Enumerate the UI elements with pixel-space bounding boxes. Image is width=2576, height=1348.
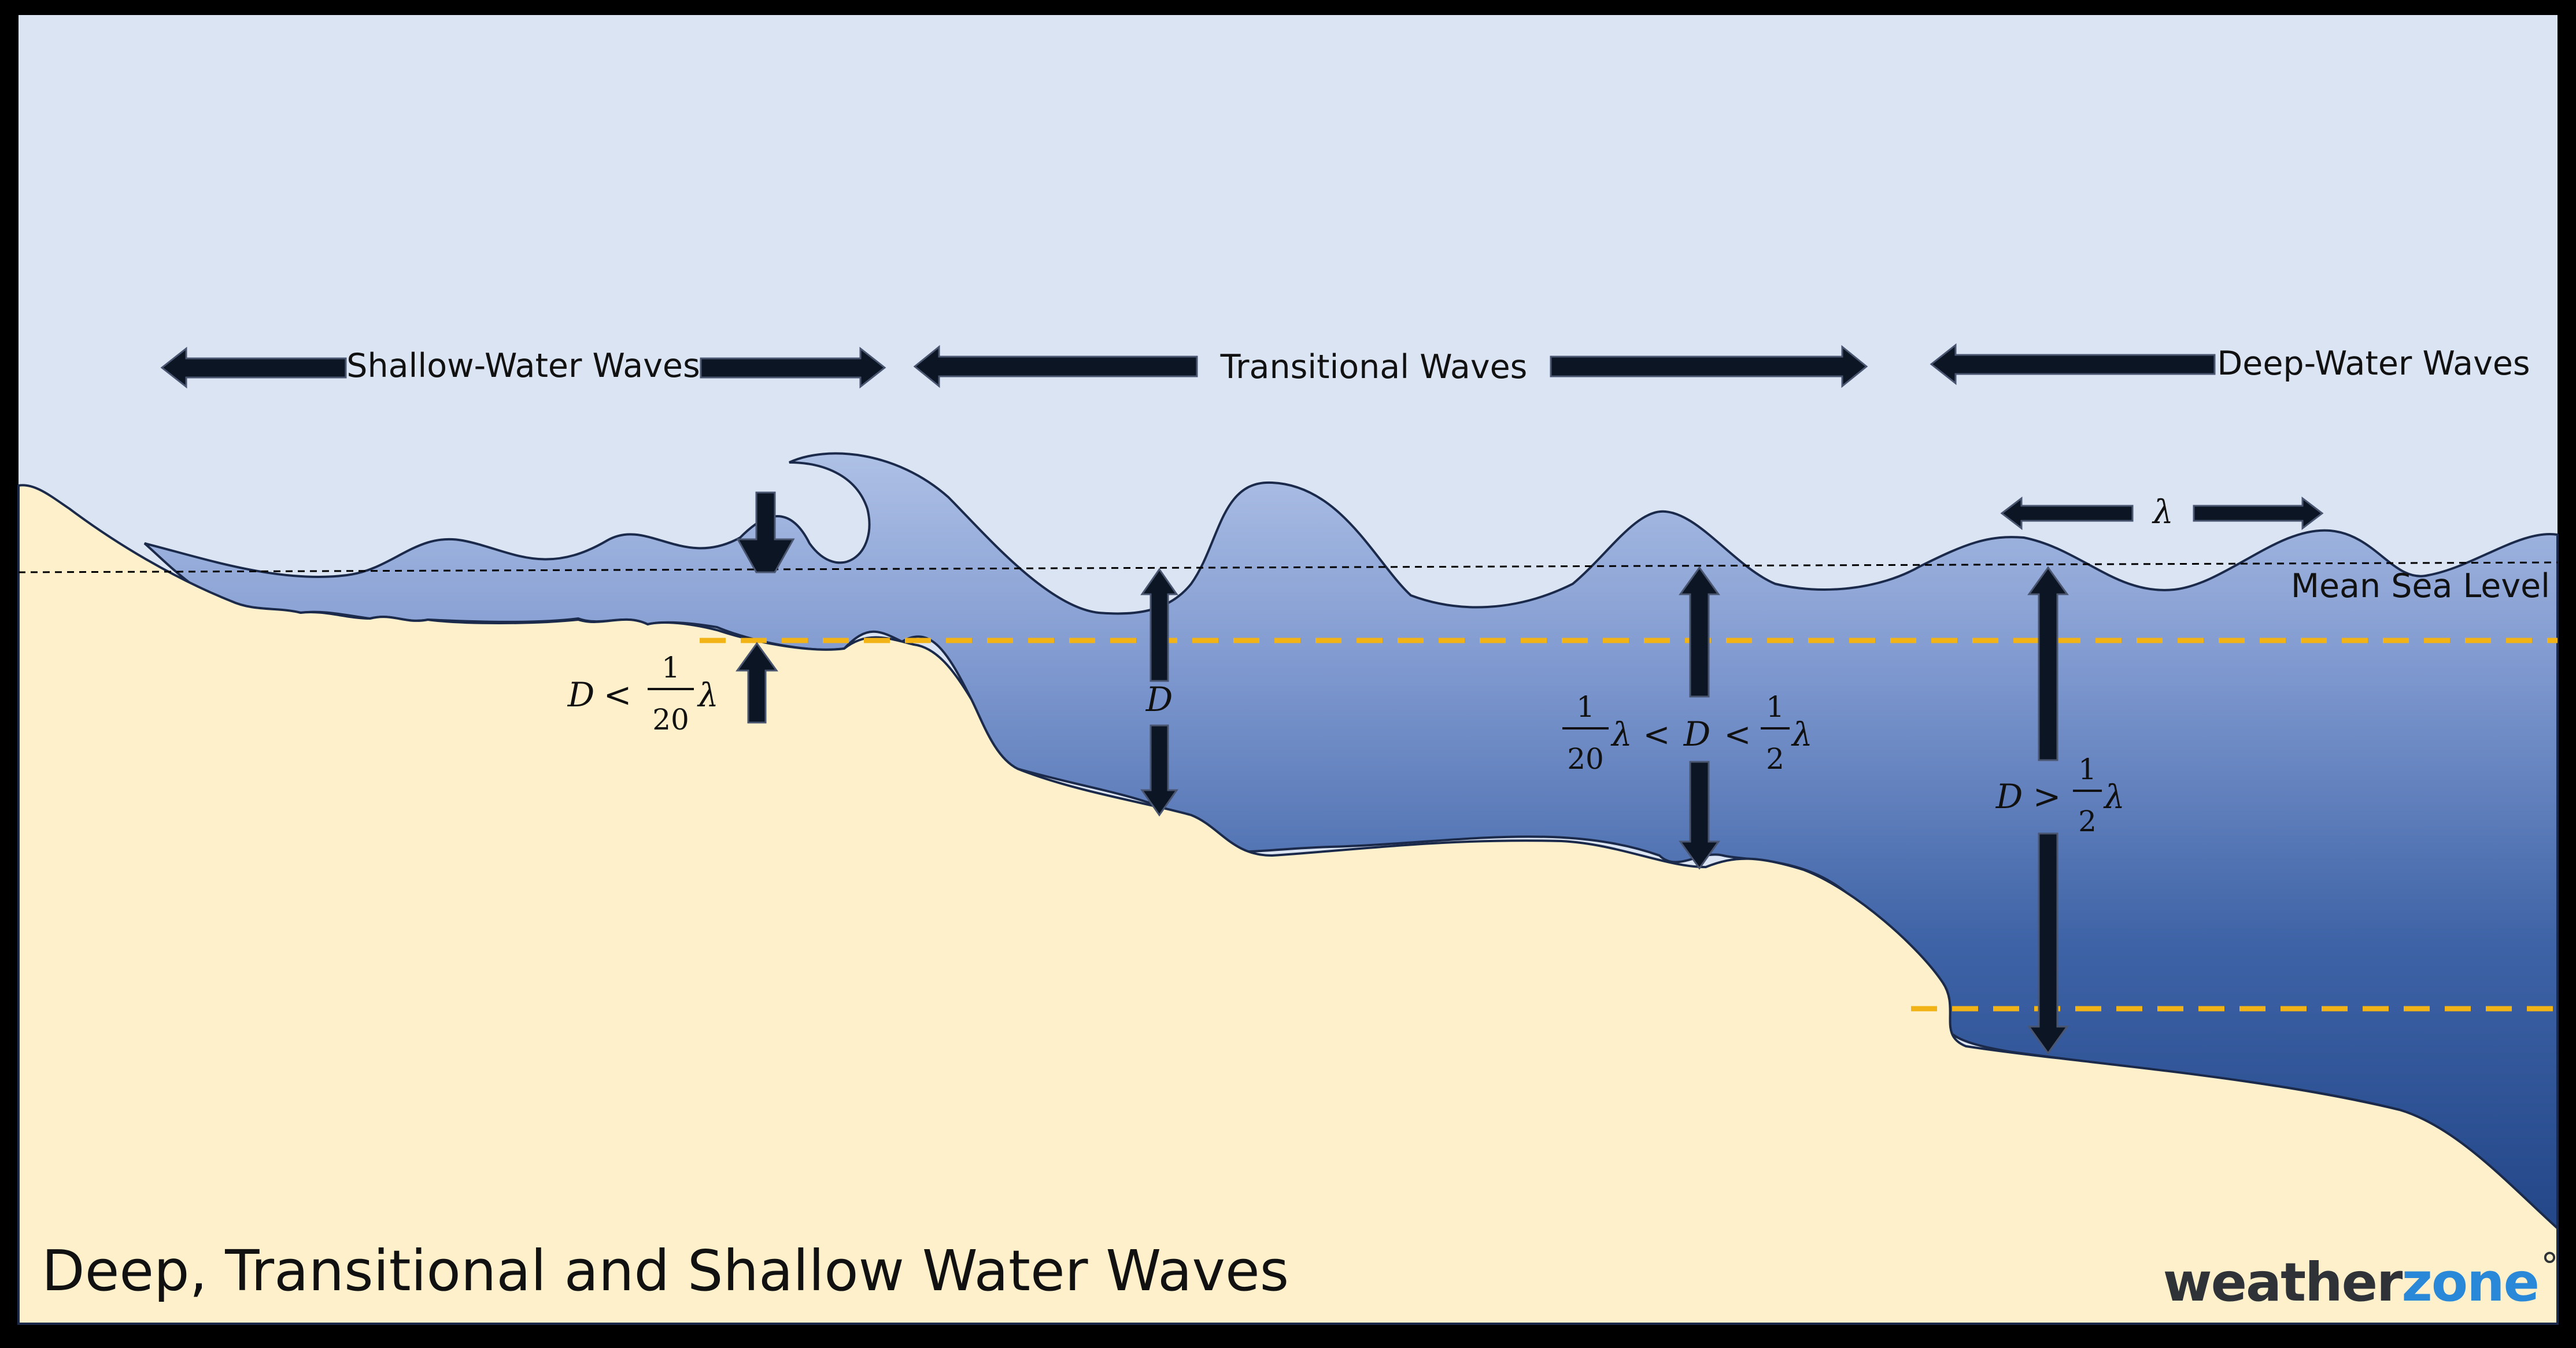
deep-depth-arrows — [2027, 566, 2069, 1055]
arrow-down-icon — [736, 491, 795, 573]
label-shallow-water-waves: Shallow-Water Waves — [346, 347, 700, 385]
formula-deep-den: 2 — [2078, 805, 2097, 838]
brand-part-zone: zone — [2401, 1251, 2538, 1313]
arrow-up-icon — [736, 642, 778, 724]
arrow-down-icon — [1140, 724, 1178, 817]
formula-trans-op2: < — [1724, 716, 1751, 754]
formula-trans-num1: 1 — [1576, 690, 1595, 724]
formula-transitional: 1 20 λ < D < 1 2 λ — [1562, 690, 1813, 776]
formula-shallow-den: 20 — [652, 703, 689, 736]
arrow-left-icon — [2000, 496, 2134, 531]
arrow-down-icon — [1679, 761, 1720, 870]
formula-shallow: D < 1 20 λ — [567, 651, 719, 736]
label-deep-water-waves: Deep-Water Waves — [2217, 345, 2530, 383]
transitional-zone-arrows — [913, 345, 1868, 388]
formula-deep-lhs: D — [1995, 777, 2023, 816]
formula-deep-lambda: λ — [2103, 779, 2125, 816]
shallow-depth-arrows — [736, 491, 795, 724]
mean-sea-level-line — [18, 561, 2558, 573]
wavelength-arrows — [2000, 496, 2324, 531]
formula-shallow-lhs: D — [567, 675, 595, 714]
brand-logo-text: weatherzone — [2163, 1251, 2538, 1313]
formula-shallow-lambda: λ — [697, 677, 719, 714]
formula-trans-den1: 20 — [1567, 742, 1604, 776]
wavelength-symbol: λ — [2152, 494, 2174, 531]
arrow-up-icon — [1679, 566, 1720, 698]
brand-logo: weatherzone ° — [2163, 1245, 2559, 1313]
transitional-depth-label: D — [1145, 680, 1173, 719]
formula-deep: D > 1 2 λ — [1995, 753, 2125, 838]
formula-trans-den2: 2 — [1766, 742, 1784, 776]
arrow-left-icon — [1930, 343, 2216, 386]
formula-trans-lambda2: λ — [1791, 716, 1813, 754]
formula-deep-op: > — [2033, 777, 2061, 816]
arrow-left-icon — [160, 346, 347, 389]
transitional-depth-arrows — [1140, 568, 1178, 817]
arrow-up-icon — [2027, 566, 2069, 761]
label-transitional-waves: Transitional Waves — [1220, 348, 1528, 386]
arrow-right-icon — [700, 346, 886, 389]
arrow-right-icon — [1550, 345, 1868, 388]
water-body — [143, 452, 2559, 1231]
deep-zone-arrows — [1930, 343, 2216, 386]
formula-deep-num: 1 — [2078, 753, 2097, 786]
arrow-up-icon — [1140, 568, 1178, 682]
shallow-zone-arrows — [160, 346, 886, 389]
mid-depth-arrows — [1679, 566, 1720, 870]
formula-trans-lambda1: λ — [1610, 716, 1632, 754]
formula-trans-num2: 1 — [1766, 690, 1784, 724]
arrow-down-icon — [2027, 832, 2069, 1055]
formula-shallow-op: < — [604, 675, 632, 714]
label-mean-sea-level: Mean Sea Level — [2291, 567, 2550, 605]
seabed — [17, 484, 2559, 1325]
arrow-right-icon — [2193, 496, 2324, 531]
diagram-title: Deep, Transitional and Shallow Water Wav… — [42, 1238, 1289, 1303]
formula-trans-op1: < — [1643, 716, 1670, 754]
arrow-left-icon — [913, 345, 1198, 388]
formula-trans-mid: D — [1683, 714, 1711, 754]
brand-part-weather: weather — [2163, 1251, 2403, 1313]
formula-shallow-num: 1 — [661, 651, 680, 684]
brand-degree-mark: ° — [2541, 1245, 2559, 1287]
